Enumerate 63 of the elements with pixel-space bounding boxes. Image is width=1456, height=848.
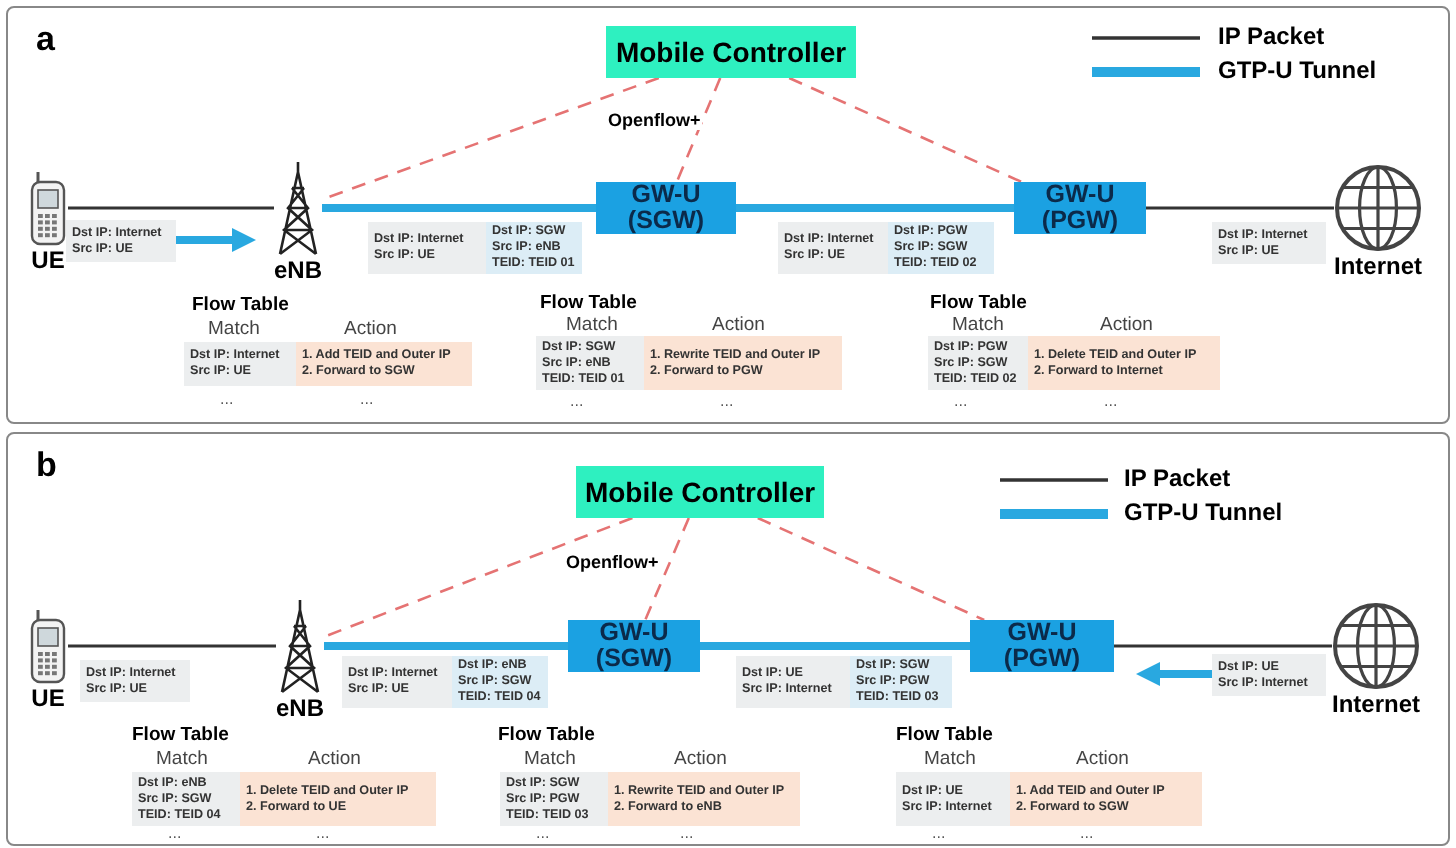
column-header: Action xyxy=(344,318,397,340)
ellipsis: ... xyxy=(1080,826,1094,842)
panel-letter: a xyxy=(36,20,55,60)
ellipsis: ... xyxy=(220,392,234,408)
column-header: Match xyxy=(156,748,208,770)
legend-text: IP Packet xyxy=(1218,22,1325,50)
dashed-line xyxy=(644,517,690,621)
tunnel-line xyxy=(736,204,1014,212)
ellipsis: ... xyxy=(360,392,374,408)
tunnel-line xyxy=(700,642,970,650)
node-label: UE xyxy=(31,684,65,712)
dashed-line xyxy=(788,76,1023,184)
table-title: Flow Table xyxy=(896,724,993,746)
column-header: Action xyxy=(308,748,361,770)
gateway-box: GW-U (SGW) xyxy=(568,620,700,672)
legend-text: GTP-U Tunnel xyxy=(1218,56,1377,84)
link-line xyxy=(1114,644,1332,648)
column-header: Match xyxy=(952,314,1004,336)
column-header: Match xyxy=(524,748,576,770)
controller-box: Mobile Controller xyxy=(606,26,856,78)
legend-text: GTP-U Tunnel xyxy=(1124,498,1283,526)
edge-label: Openflow+ xyxy=(606,110,703,130)
link-line xyxy=(68,644,276,648)
ellipsis: ... xyxy=(168,826,182,842)
column-header: Action xyxy=(1076,748,1129,770)
table-title: Flow Table xyxy=(498,724,595,746)
edge-label: Openflow+ xyxy=(564,552,661,572)
node-label: UE xyxy=(31,246,65,274)
node-label: eNB xyxy=(274,256,322,284)
column-header: Action xyxy=(1100,314,1153,336)
column-header: Match xyxy=(208,318,260,340)
link-line xyxy=(1146,206,1334,210)
node-label: eNB xyxy=(276,694,324,722)
table-title: Flow Table xyxy=(930,292,1027,314)
tunnel-line xyxy=(322,204,596,212)
ellipsis: ... xyxy=(932,826,946,842)
gateway-box: GW-U (PGW) xyxy=(970,620,1114,672)
ellipsis: ... xyxy=(1104,394,1118,410)
table-title: Flow Table xyxy=(540,292,637,314)
ellipsis: ... xyxy=(954,394,968,410)
ellipsis: ... xyxy=(680,826,694,842)
column-header: Match xyxy=(566,314,618,336)
table-title: Flow Table xyxy=(132,724,229,746)
dashed-line xyxy=(757,516,985,622)
column-header: Action xyxy=(674,748,727,770)
gateway-box: GW-U (SGW) xyxy=(596,182,736,234)
node-label: Internet xyxy=(1334,252,1422,280)
column-header: Match xyxy=(924,748,976,770)
ellipsis: ... xyxy=(720,394,734,410)
ellipsis: ... xyxy=(570,394,584,410)
ellipsis: ... xyxy=(536,826,550,842)
tunnel-line xyxy=(324,642,568,650)
legend-text: IP Packet xyxy=(1124,464,1231,492)
table-title: Flow Table xyxy=(192,294,289,316)
link-line xyxy=(68,206,274,210)
gateway-box: GW-U (PGW) xyxy=(1014,182,1146,234)
controller-box: Mobile Controller xyxy=(576,466,824,518)
ellipsis: ... xyxy=(316,826,330,842)
panel-letter: b xyxy=(36,446,57,486)
column-header: Action xyxy=(712,314,765,336)
dashed-line xyxy=(323,516,633,638)
dashed-line xyxy=(675,77,722,183)
node-label: Internet xyxy=(1332,690,1420,718)
